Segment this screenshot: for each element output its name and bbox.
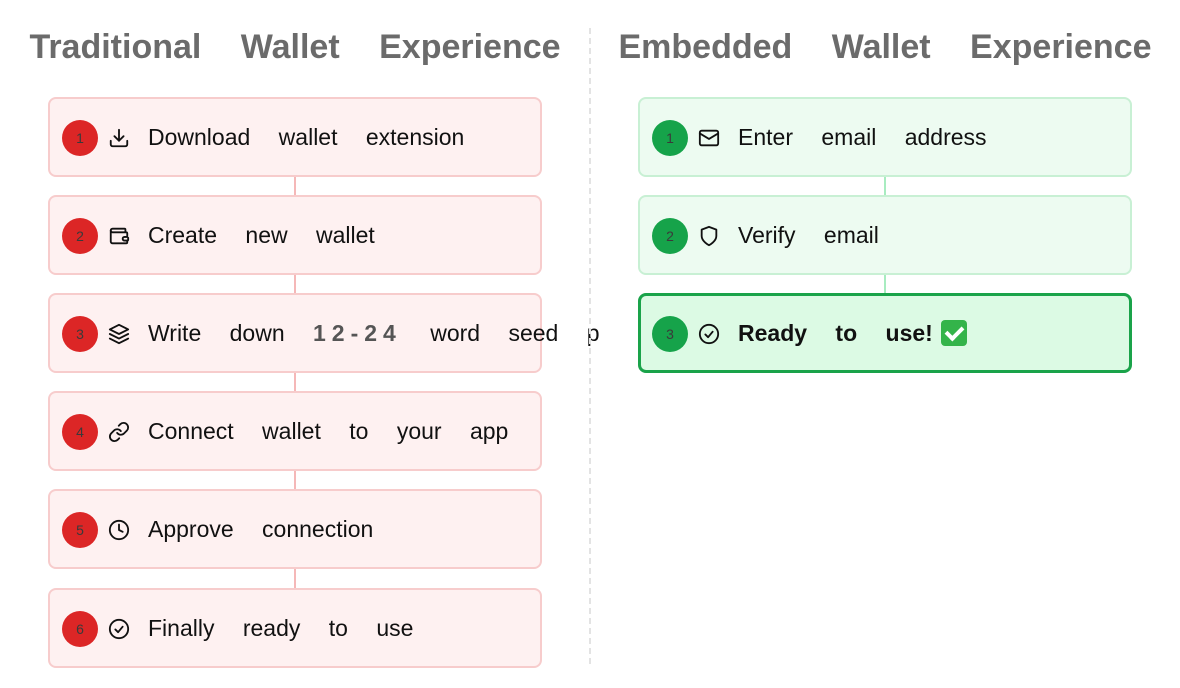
link-icon xyxy=(108,421,132,445)
step-label-text: Ready to use! xyxy=(738,320,933,346)
step-connector xyxy=(294,569,296,589)
check-circle-icon xyxy=(108,618,132,642)
embedded-step-1: 1 Enter email address xyxy=(638,97,1132,177)
step-label: Approve connection xyxy=(148,516,374,542)
step-number: 3 xyxy=(652,316,688,352)
step-number: 1 xyxy=(62,120,98,156)
traditional-column: Traditional Wallet Experience 1 Download… xyxy=(29,28,600,668)
step-connector xyxy=(294,373,296,393)
traditional-step-3: 3 Write down 12-24 word seed p xyxy=(48,293,600,373)
column-divider xyxy=(589,28,591,664)
traditional-step-2: 2 Create new wallet xyxy=(48,195,542,275)
step-connector xyxy=(884,177,886,197)
embedded-column: Embedded Wallet Experience 1 Enter email… xyxy=(590,0,1180,688)
clock-icon xyxy=(108,519,132,543)
step-number: 3 xyxy=(62,316,98,352)
step-number: 6 xyxy=(62,611,98,647)
step-label-start: Write down xyxy=(148,320,285,346)
step-connector xyxy=(294,275,296,295)
step-connector xyxy=(294,177,296,197)
mail-icon xyxy=(698,127,722,151)
step-label: Finally ready to use xyxy=(148,615,414,641)
step-label: Verify email xyxy=(738,222,879,248)
step-label: Create new wallet xyxy=(148,222,375,248)
step-connector xyxy=(294,471,296,491)
embedded-step-2: 2 Verify email xyxy=(638,195,1132,275)
traditional-step-5: 5 Approve connection xyxy=(48,489,542,569)
step-number: 2 xyxy=(62,218,98,254)
layers-icon xyxy=(108,323,132,347)
traditional-step-1: 1 Download wallet extension xyxy=(48,97,542,177)
embedded-step-3: 3 Ready to use! xyxy=(638,293,1132,373)
step-label: Download wallet extension xyxy=(148,124,465,150)
step-label: Write down 12-24 word seed p xyxy=(148,319,600,347)
embedded-heading: Embedded Wallet Experience xyxy=(618,28,1152,66)
step-label: Ready to use! xyxy=(738,319,967,347)
check-circle-icon xyxy=(698,323,722,347)
step-number: 1 xyxy=(652,120,688,156)
step-number: 5 xyxy=(62,512,98,548)
check-mark-button-icon xyxy=(940,320,967,346)
seed-word-count: 12-24 xyxy=(313,320,402,346)
download-icon xyxy=(108,127,132,151)
shield-icon xyxy=(698,225,722,249)
step-number: 2 xyxy=(652,218,688,254)
step-number: 4 xyxy=(62,414,98,450)
step-label: Enter email address xyxy=(738,124,987,150)
traditional-step-4: 4 Connect wallet to your app xyxy=(48,391,542,471)
wallet-icon xyxy=(108,225,132,249)
traditional-step-6: 6 Finally ready to use xyxy=(48,588,542,668)
step-label-end: word seed p xyxy=(430,320,600,346)
step-label: Connect wallet to your app xyxy=(148,418,509,444)
step-connector xyxy=(884,275,886,295)
traditional-heading: Traditional Wallet Experience xyxy=(29,28,561,66)
